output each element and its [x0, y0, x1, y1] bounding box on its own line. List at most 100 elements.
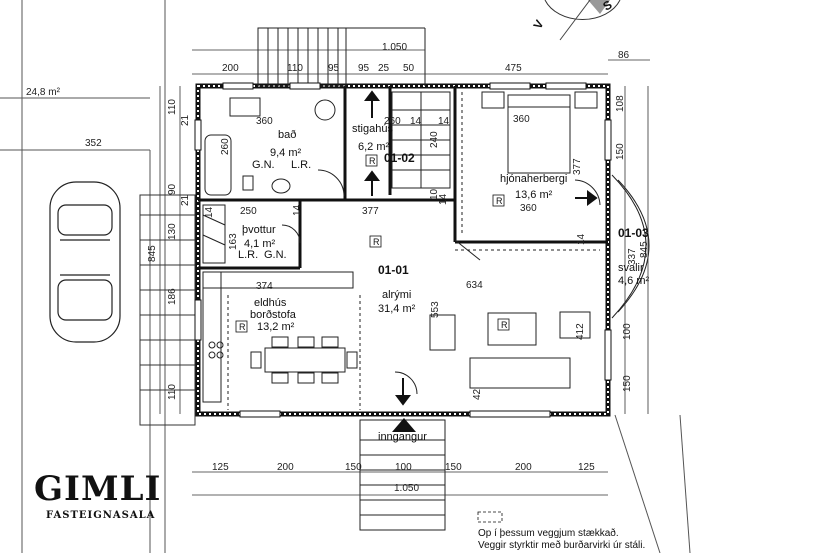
interior-walls — [198, 86, 608, 270]
dim-interior: 14 — [438, 116, 450, 127]
living-area: 31,4 m² — [378, 303, 416, 315]
r-markers: R R R R R — [235, 154, 510, 333]
note-line-2: Veggir styrktir með burðarvirki úr stáli… — [478, 540, 646, 551]
dim-bottom: 125 — [578, 462, 595, 473]
bedroom-name: hjónaherbergi — [500, 173, 567, 185]
dim-top: 95 — [328, 63, 340, 74]
exterior-stair — [257, 27, 426, 87]
laundry-fixtures — [202, 204, 226, 264]
dim-right: 845 — [639, 241, 650, 258]
bath-name: bað — [278, 129, 296, 141]
svg-text:R: R — [239, 322, 246, 332]
top-dimensions: 1.050 200 110 95 95 25 50 475 86 — [222, 42, 630, 74]
lot-lines — [0, 0, 691, 553]
kitchen-name2: borðstofa — [250, 309, 297, 321]
dim-left: 186 — [167, 288, 178, 305]
left-dimensions: 21 110 90 130 186 110 352 845 — [85, 99, 191, 400]
window-marks — [194, 82, 612, 418]
dim-top-total: 1.050 — [382, 42, 407, 53]
dim-right: 150 — [622, 375, 633, 392]
dim-interior: 250 — [240, 206, 257, 217]
stair-area: 6,2 m² — [358, 141, 390, 153]
room-bath: bað 9,4 m² G.N. L.R. — [252, 129, 311, 171]
bedroom-furniture — [461, 91, 598, 236]
plan-note: Op í þessum veggjum stækkað. Veggir styr… — [478, 528, 645, 552]
dim-bottom: 200 — [515, 462, 532, 473]
exterior-wall-fill — [197, 85, 609, 415]
room-kitchen: eldhús borðstofa 13,2 m² — [250, 297, 297, 333]
r-marker: R — [369, 235, 382, 248]
dim-top: 110 — [287, 63, 303, 74]
dim-top: 475 — [505, 63, 522, 74]
svg-text:R: R — [369, 156, 376, 166]
dim-interior: 260 — [384, 116, 401, 127]
dim-left: 21 — [180, 114, 191, 126]
dim-interior: 42 — [472, 388, 483, 400]
lot-area-label: 24,8 m² — [26, 87, 61, 98]
right-dimensions: 108 150 377 845 337 100 150 — [572, 95, 650, 392]
interior-stair — [391, 91, 451, 189]
dim-left: 845 — [147, 245, 158, 262]
dim-interior: 14 — [410, 116, 422, 127]
r-marker: R — [492, 194, 505, 207]
legend-dashed-box — [477, 511, 503, 523]
dim-interior: 14 — [292, 204, 303, 216]
dim-top: 95 — [358, 63, 370, 74]
dim-bottom: 150 — [345, 462, 362, 473]
room-entrance: inngangur — [378, 431, 427, 443]
dim-interior: 553 — [430, 301, 441, 318]
room-bedroom: hjónaherbergi 13,6 m² 360 — [500, 173, 567, 214]
dim-interior: 21 — [180, 194, 191, 206]
dim-interior: 412 — [575, 323, 586, 340]
bath-fixtures — [204, 97, 336, 196]
dim-right: 150 — [615, 143, 626, 160]
dim-interior: 377 — [362, 206, 379, 217]
dimension-lines — [159, 49, 650, 496]
kitchen-area: 13,2 m² — [257, 321, 295, 333]
laundry-name: þvottur — [242, 224, 276, 236]
dim-left: 90 — [167, 183, 178, 195]
balcony-name: svalir — [618, 262, 644, 274]
dim-interior: 14 — [438, 193, 449, 205]
living-name: alrými — [382, 289, 411, 301]
r-marker: R — [497, 318, 510, 331]
car-icon — [49, 181, 121, 343]
dim-bottom-total: 1.050 — [394, 483, 419, 494]
dim-left: 130 — [167, 223, 178, 240]
dim-left: 352 — [85, 138, 102, 149]
room-living: 01-01 alrými 31,4 m² — [378, 263, 416, 315]
room-balcony: 01-03 svalir 4,6 m² — [618, 226, 650, 287]
dim-bottom: 150 — [445, 462, 462, 473]
svg-text:R: R — [373, 237, 380, 247]
balcony — [611, 174, 650, 319]
dim-interior: 360 — [256, 116, 273, 127]
bedroom-area: 13,6 m² — [515, 189, 553, 201]
interior-dimensions: 360 260 21 14 250 14 163 377 374 553 634… — [180, 114, 587, 400]
compass-label: S — [601, 0, 615, 14]
flow-arrows — [364, 90, 598, 406]
bottom-dimensions: 125 200 150 100 150 200 125 1.050 — [212, 462, 595, 494]
brand-logo: GIMLI — [34, 469, 162, 509]
stair-name: stigahús — [352, 123, 393, 135]
dim-top: 50 — [403, 63, 415, 74]
svg-text:R: R — [501, 320, 508, 330]
laundry-code2: G.N. — [264, 249, 287, 261]
balcony-area: 4,6 m² — [618, 275, 650, 287]
side-stair — [139, 194, 196, 426]
dim-bottom: 100 — [395, 462, 412, 473]
living-furniture — [429, 249, 600, 389]
laundry-area: 4,1 m² — [244, 238, 276, 250]
entrance-name: inngangur — [378, 431, 427, 443]
dim-right: 100 — [622, 323, 633, 340]
dim-interior: 10 — [429, 188, 440, 200]
compass: S V — [530, 0, 621, 41]
dim-interior: 240 — [429, 131, 440, 148]
dim-right: 377 — [572, 158, 583, 175]
entrance-stair — [359, 419, 446, 531]
svg-text:R: R — [496, 196, 503, 206]
stair-unit: 01-02 — [384, 151, 415, 165]
kitchen-furniture — [202, 271, 361, 410]
dim-interior: 14 — [204, 206, 215, 218]
room-laundry: þvottur 4,1 m² L.R. G.N. — [238, 224, 287, 261]
